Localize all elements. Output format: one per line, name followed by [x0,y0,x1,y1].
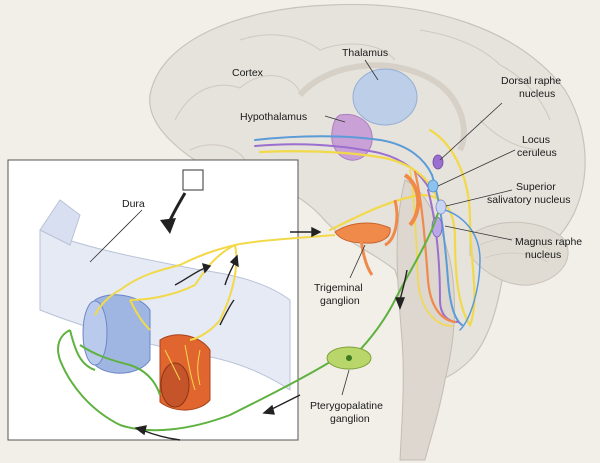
label-dorsal-raphe-1: Dorsal raphe [501,75,561,87]
dura-membrane [39,199,291,391]
brain-sagittal-section [149,3,586,461]
label-dorsal-raphe-2: nucleus [519,88,555,100]
vein-vessel [82,294,151,374]
trigeminal-ganglion-shape [334,173,421,276]
locus-ceruleus-shape [427,179,439,193]
label-locus-2: ceruleus [517,147,557,159]
label-magnus-1: Magnus raphe [515,236,582,248]
label-cortex: Cortex [232,67,264,79]
label-dura: Dura [122,198,145,210]
flow-arrows [134,226,408,441]
label-trigeminal-1: Trigeminal [314,282,363,294]
label-pterygopalatine-1: Pterygopalatine [310,400,383,412]
thalamus-shape [352,68,418,126]
superior-salivatory-shape [435,199,447,215]
label-magnus-2: nucleus [525,249,561,261]
inset-arrowhead [160,218,176,234]
label-superior-1: Superior [516,181,556,193]
label-pterygopalatine-2: ganglion [330,413,370,425]
leader-lines [89,59,516,396]
trigeminal-fibers [94,234,336,341]
dorsal-raphe-nucleus [432,154,444,170]
label-superior-2: salivatory nucleus [487,194,570,206]
parasympathetic-pathway [57,212,439,432]
label-trigeminal-2: ganglion [320,295,360,307]
artery-vessel [159,334,211,411]
inset-source-box [182,169,204,191]
label-thalamus: Thalamus [342,47,388,59]
label-locus-1: Locus [522,134,550,146]
label-hypothalamus: Hypothalamus [240,111,307,123]
pterygopalatine-center [346,355,352,361]
